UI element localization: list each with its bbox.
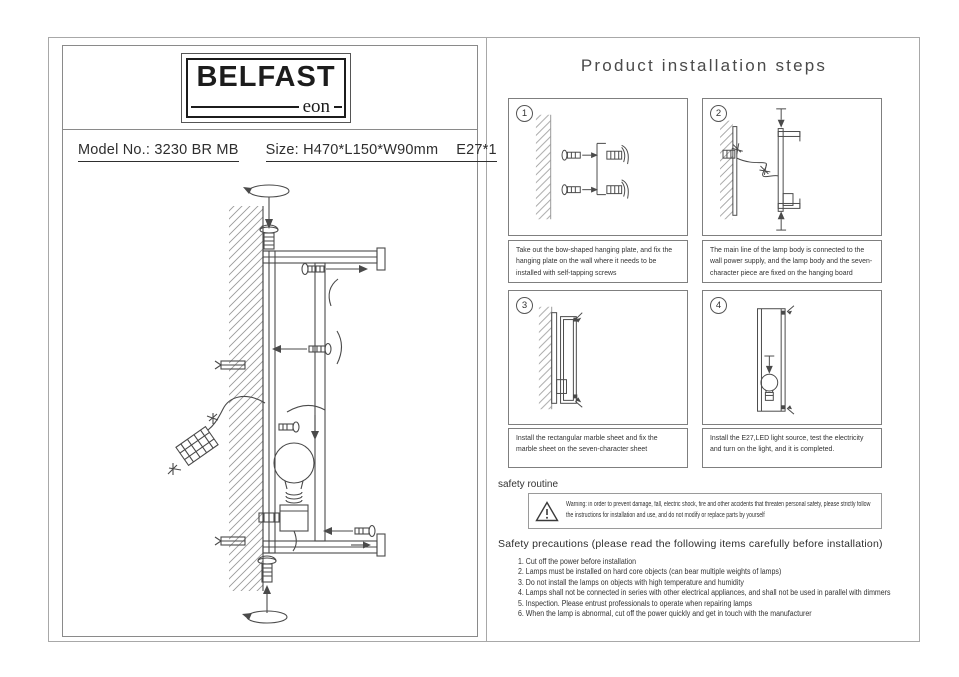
step-1-illustration: 1 (508, 98, 688, 236)
step-3-number: 3 (516, 297, 533, 314)
column-divider (486, 37, 487, 642)
logo-rule (191, 106, 299, 108)
precaution-item: 5. Inspection. Please entrust profession… (518, 598, 753, 608)
logo-section-divider (63, 129, 477, 130)
page-title: Product installation steps (580, 56, 828, 75)
step-1-drawing (535, 114, 629, 220)
rotate-arrow-top (248, 184, 290, 198)
wall-anchor (214, 360, 246, 370)
warning-box: Warning: in order to prevent damage, fal… (528, 493, 882, 529)
step-4-drawing (757, 305, 795, 415)
model-number: Model No.: 3230 BR MB (78, 142, 239, 162)
precaution-item: 2. Lamps must be installed on hard core … (518, 567, 782, 577)
page-border (48, 37, 920, 642)
step-4-illustration: 4 (702, 290, 882, 425)
wall-anchor (214, 536, 246, 546)
terminal-connector (175, 425, 219, 467)
precaution-item: 1. Cut off the power before installation (518, 557, 637, 566)
step-3-caption: Install the rectangular marble sheet and… (508, 428, 688, 468)
safety-precautions-list: 1. Cut off the power before installation… (518, 557, 920, 619)
brand-subname: eon (302, 96, 330, 117)
supply-wire (207, 395, 266, 431)
brand-subname-row: eon (191, 97, 342, 116)
lamp-spec: E27*1 (456, 142, 497, 158)
step-2-drawing (720, 108, 801, 231)
precaution-item: 4. Lamps shall not be connected in serie… (518, 588, 891, 598)
step-4-number: 4 (710, 297, 727, 314)
step-2-caption: The main line of the lamp body is connec… (702, 240, 882, 283)
socket (279, 504, 309, 532)
brand-logo-frame: BELFAST eon (186, 58, 346, 118)
precaution-item: 3. Do not install the lamps on objects w… (518, 577, 744, 587)
front-bar (314, 262, 326, 542)
brand-logo: BELFAST eon (181, 53, 351, 123)
warning-text: Warning: in order to prevent damage, fal… (566, 501, 871, 519)
warning-text-wrap: Warning: in order to prevent damage, fal… (566, 500, 875, 522)
top-end-cap (376, 247, 386, 271)
logo-rule-tail (334, 106, 342, 108)
step-1-number: 1 (516, 105, 533, 122)
step-3-illustration: 3 (508, 290, 688, 425)
brand-name: BELFAST (196, 61, 336, 93)
step-2-illustration: 2 (702, 98, 882, 236)
safety-precautions-title: Safety precautions (please read the foll… (498, 538, 883, 550)
step-4-caption: Install the E27,LED light source, test t… (702, 428, 882, 468)
safety-routine-label: safety routine (498, 479, 559, 490)
model-spec-line: Model No.: 3230 BR MB Size: H470*L150*W90… (78, 142, 497, 162)
installation-diagram (167, 184, 386, 624)
warning-triangle-icon (535, 500, 559, 521)
precaution-item: 6. When the lamp is abnormal, cut off th… (518, 609, 812, 619)
step-1-caption: Take out the bow-shaped hanging plate, a… (508, 240, 688, 283)
step-2-number: 2 (710, 105, 727, 122)
product-panel: BELFAST eon Model No.: 3230 BR MB Size: H… (62, 45, 497, 637)
step-3-drawing (538, 306, 583, 410)
light-bulb (273, 442, 315, 484)
bottom-end-cap (376, 533, 386, 557)
